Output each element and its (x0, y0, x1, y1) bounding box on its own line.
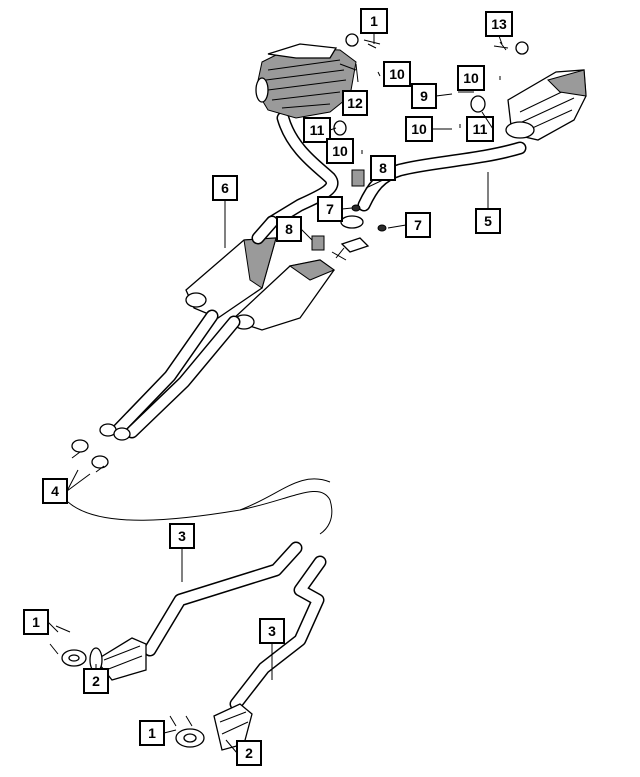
callout-10a: 10 (383, 61, 411, 87)
callout-8a: 8 (370, 155, 396, 181)
callout-3a: 3 (169, 523, 195, 549)
callout-11a-label: 11 (310, 122, 325, 138)
callout-1b: 1 (139, 720, 165, 746)
leader-lines (47, 33, 503, 754)
callout-10c-label: 10 (411, 121, 427, 137)
callout-3b-label: 3 (268, 623, 276, 639)
callout-2b-label: 2 (245, 745, 253, 761)
callout-2a: 2 (83, 668, 109, 694)
callout-10b: 10 (457, 65, 485, 91)
callout-10d: 10 (326, 138, 354, 164)
callout-13b: 13 (485, 11, 513, 37)
callout-9: 9 (411, 83, 437, 109)
callout-2a-label: 2 (92, 673, 100, 689)
callout-1a: 1 (23, 609, 49, 635)
callout-6: 6 (212, 175, 238, 201)
callout-11b: 11 (466, 116, 494, 142)
callout-13a-label: 1 (370, 13, 378, 29)
callout-7b: 7 (405, 212, 431, 238)
callout-9-label: 9 (420, 88, 428, 104)
callout-3b: 3 (259, 618, 285, 644)
callout-12: 12 (342, 90, 368, 116)
callout-4-label: 4 (51, 483, 59, 499)
callout-7a-label: 7 (326, 201, 334, 217)
front-pipes (49, 541, 327, 751)
rear-muffler-assembly (255, 43, 359, 229)
hardware-upper (311, 33, 529, 261)
callout-10c: 10 (405, 116, 433, 142)
callout-8b: 8 (276, 216, 302, 242)
callout-8b-label: 8 (285, 221, 293, 237)
callout-12-label: 12 (347, 95, 363, 111)
callout-7a: 7 (317, 196, 343, 222)
clamps (67, 439, 333, 535)
callout-11b-label: 11 (473, 121, 488, 137)
callout-13a: 1 (360, 8, 388, 34)
catalytic-right-assembly (357, 69, 587, 212)
callout-10a-label: 10 (389, 66, 405, 82)
callout-3a-label: 3 (178, 528, 186, 544)
callout-6-label: 6 (221, 180, 229, 196)
callout-1b-label: 1 (148, 725, 156, 741)
callout-10b-label: 10 (463, 70, 479, 86)
callout-7b-label: 7 (414, 217, 422, 233)
callout-1a-label: 1 (32, 614, 40, 630)
tailpipes (99, 309, 241, 441)
callout-5: 5 (475, 208, 501, 234)
callout-11a: 11 (303, 117, 331, 143)
dual-muffler (185, 215, 336, 331)
callout-13b-label: 13 (491, 16, 507, 32)
callout-8a-label: 8 (379, 160, 387, 176)
callout-5-label: 5 (484, 213, 492, 229)
callout-4: 4 (42, 478, 68, 504)
callout-10d-label: 10 (332, 143, 348, 159)
callout-2b: 2 (236, 740, 262, 766)
